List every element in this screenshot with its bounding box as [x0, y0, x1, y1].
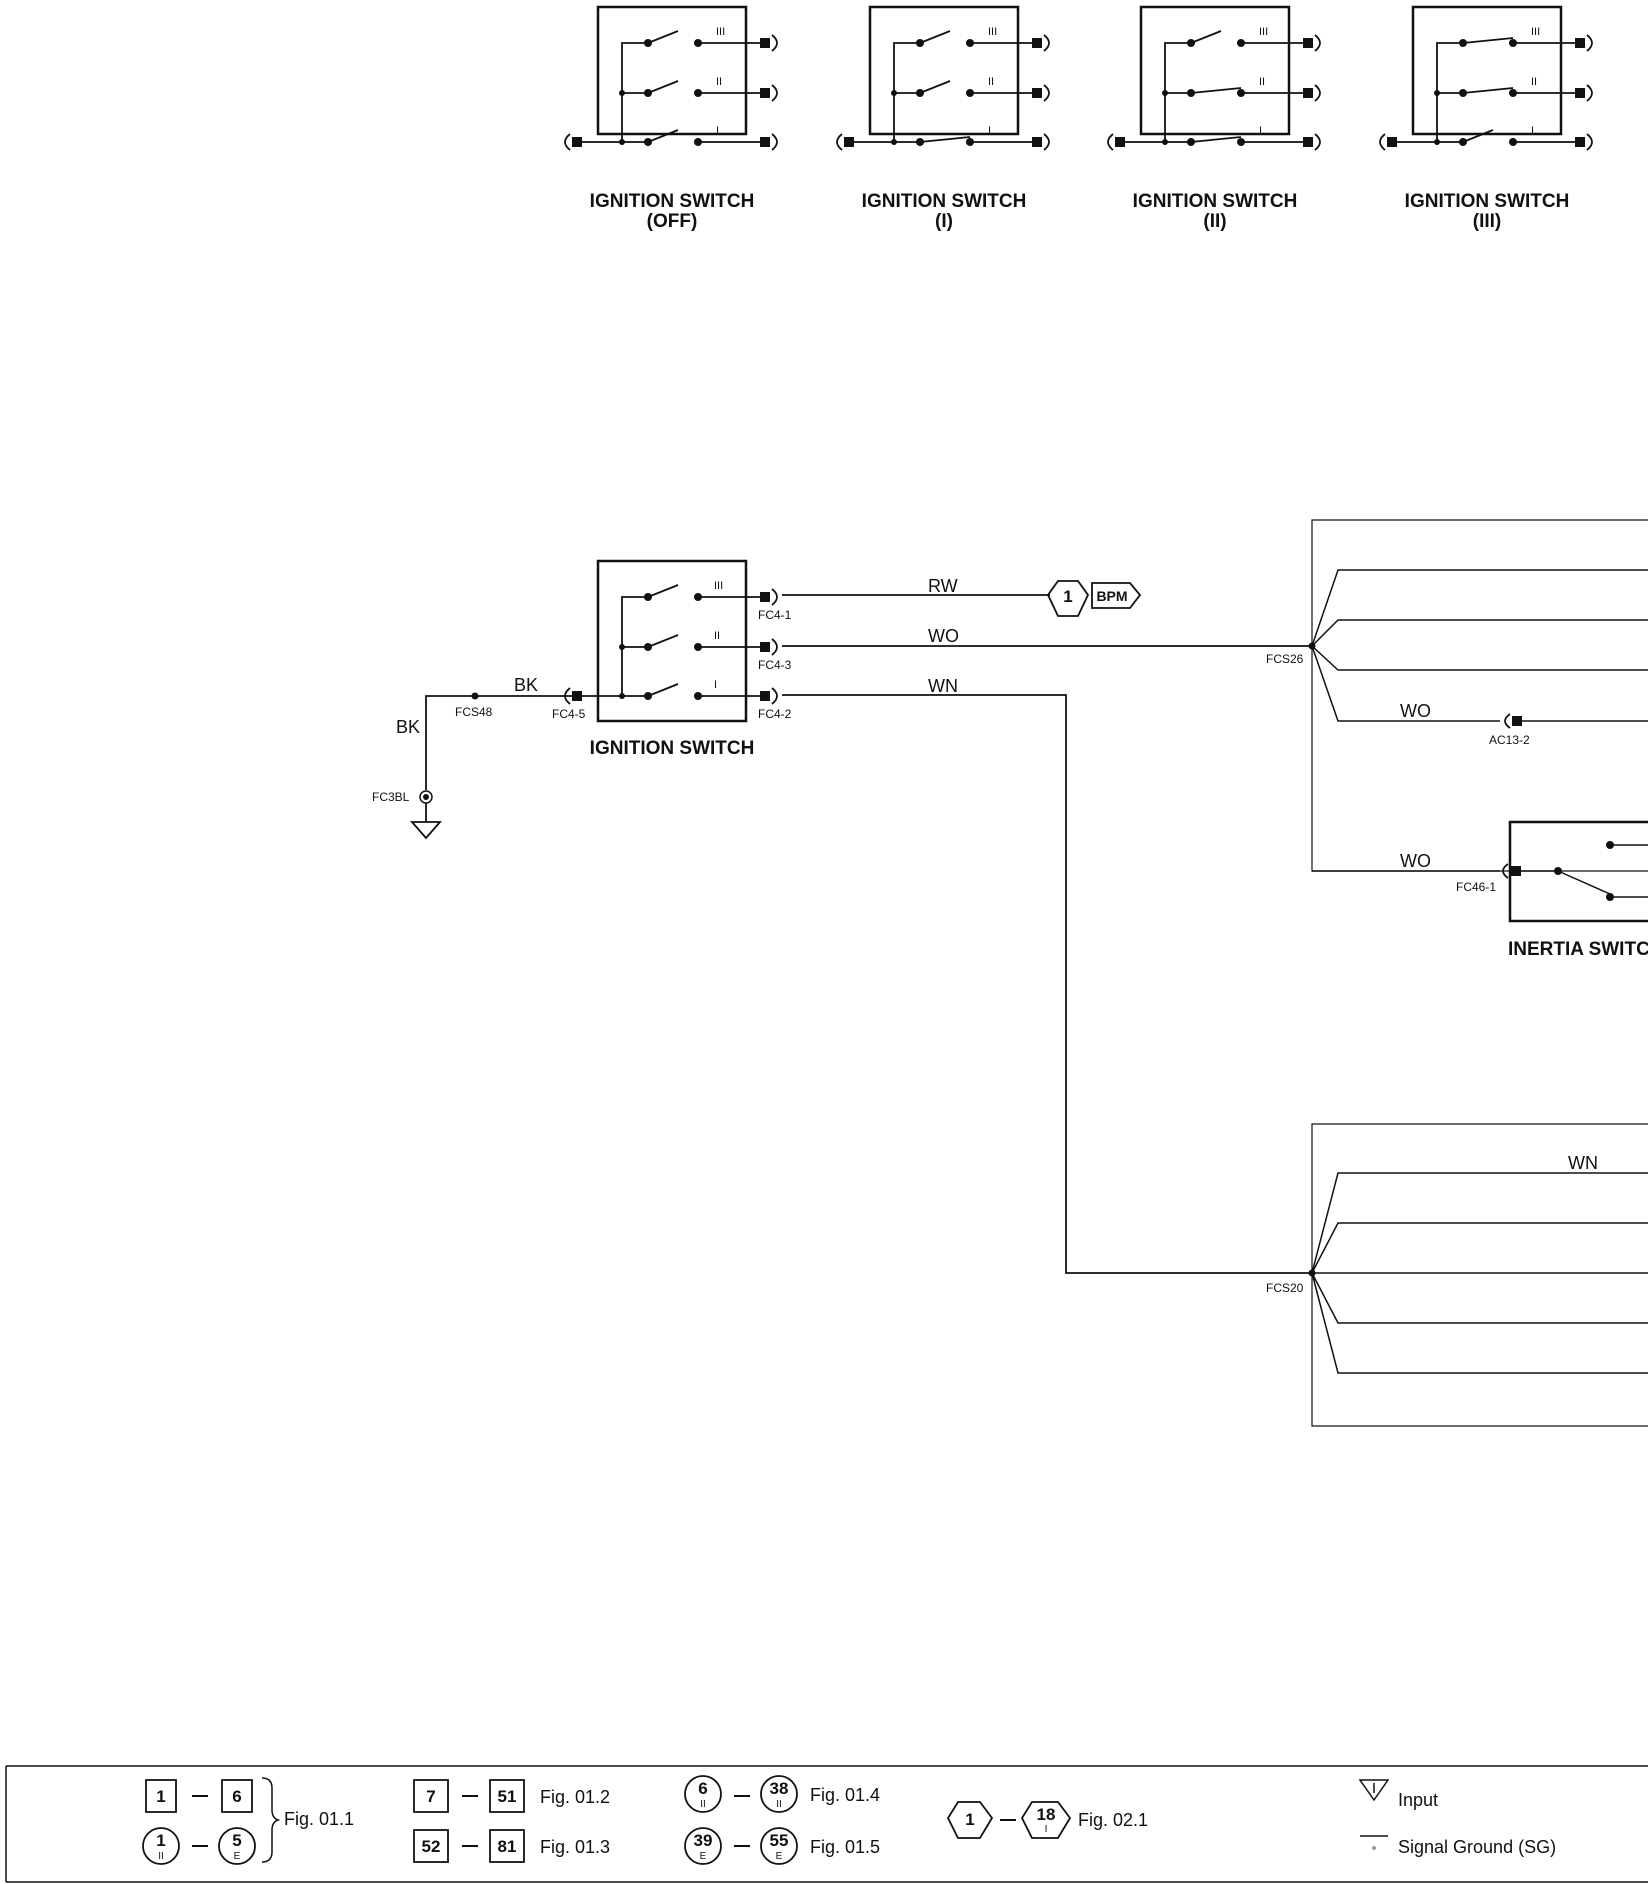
wire-label: WN: [928, 676, 958, 696]
wire-label: WO: [928, 626, 959, 646]
pin-label: III: [988, 26, 997, 38]
wire-label: WN: [1568, 1153, 1598, 1173]
switch-title: IGNITION SWITCH: [1405, 191, 1570, 212]
pin-label: I: [1259, 125, 1262, 137]
switch-title: IGNITION SWITCH: [590, 191, 755, 212]
legend-start: 7: [426, 1787, 435, 1806]
rw-wire: RW 1 BPM: [782, 576, 1142, 617]
splice-label: FCS26: [1266, 652, 1304, 666]
pin-label: II: [988, 76, 994, 88]
wire-label: RW: [928, 576, 958, 596]
pin-label: I: [1531, 125, 1534, 137]
wn-wire: WN: [782, 676, 1312, 1274]
brace-icon: [261, 1777, 281, 1863]
wire-label: BK: [514, 675, 538, 695]
legend-sub: II: [776, 1799, 782, 1810]
switch-position-ii: III II I IGNITION SWITCH (II): [1107, 5, 1321, 232]
connector-label: FC4-1: [758, 608, 792, 622]
legend: 1 6 1 II 5 E Fig. 01.1 7 51 Fig. 01.2 52…: [5, 1765, 1648, 1883]
offpage-number: 1: [1063, 587, 1072, 606]
switch-title: IGNITION SWITCH: [862, 191, 1027, 212]
legend-end: 5: [232, 1831, 241, 1850]
offpage-arrow-icon: [1091, 582, 1142, 609]
legend-start: 52: [422, 1837, 441, 1856]
legend-sub: II: [158, 1851, 164, 1862]
legend-sub: E: [700, 1851, 707, 1862]
splice-box-lower: FCS20 WN: [1266, 1123, 1648, 1427]
wire-label: WO: [1400, 851, 1431, 871]
wire-label: WO: [1400, 701, 1431, 721]
ground-point-label: FC3BL: [372, 790, 410, 804]
switch-title: IGNITION SWITCH: [1133, 191, 1298, 212]
ground-icon: [410, 821, 442, 840]
ground-branch: BK BK FCS48 FC3BL: [372, 675, 574, 840]
offpage-tag: BPM: [1096, 588, 1127, 604]
legend-signal-ground: Signal Ground (SG): [1398, 1837, 1556, 1857]
inertia-switch: INERTIA SWITCH: [1508, 820, 1648, 960]
legend-fig: Fig. 02.1: [1078, 1810, 1148, 1830]
pin-label: I: [716, 125, 719, 137]
pin-label: II: [1259, 76, 1265, 88]
legend-sub: II: [700, 1799, 706, 1810]
connector-label: FC4-3: [758, 658, 792, 672]
legend-fig: Fig. 01.2: [540, 1787, 610, 1807]
connector-label: FC4-2: [758, 707, 792, 721]
legend-sub: E: [776, 1851, 783, 1862]
pin-label: III: [1259, 26, 1268, 38]
legend-input: Input: [1398, 1790, 1438, 1810]
pin-label: II: [714, 630, 720, 642]
switch-position-label: (OFF): [647, 211, 698, 232]
switch-position-iii: III II I IGNITION SWITCH (III): [1379, 5, 1593, 232]
pin-label: III: [1531, 26, 1540, 38]
splice-box-upper: FCS26 WO AC13-2 WO FC46-1: [1266, 519, 1648, 894]
wo-wire: WO: [782, 626, 1312, 647]
main-ignition-switch: III II I FC4-1 FC4-3 FC4-2 FC4-5 IGNITIO…: [552, 559, 792, 759]
legend-sub: E: [234, 1851, 241, 1862]
switch-position-off: III II I IGNITION SWITCH (OFF): [564, 5, 778, 232]
legend-start: 6: [698, 1779, 707, 1798]
legend-end: 51: [498, 1787, 517, 1806]
legend-fig: Fig. 01.5: [810, 1837, 880, 1857]
switch-title: IGNITION SWITCH: [590, 738, 755, 759]
legend-fig: Fig. 01.3: [540, 1837, 610, 1857]
pin-label: II: [1531, 76, 1537, 88]
legend-end: 81: [498, 1837, 517, 1856]
connector-label: AC13-2: [1489, 733, 1530, 747]
splice-label: FCS20: [1266, 1281, 1304, 1295]
switch-position-i: III II I IGNITION SWITCH (I): [836, 5, 1050, 232]
legend-start: 1: [965, 1810, 974, 1829]
pin-label: I: [714, 679, 717, 691]
pin-label: III: [714, 580, 723, 592]
pin-label: III: [716, 26, 725, 38]
legend-start: 1: [156, 1787, 165, 1806]
connector-label: FC46-1: [1456, 880, 1496, 894]
legend-end: 55: [770, 1831, 789, 1850]
offpage-hex-icon: [1046, 580, 1090, 617]
legend-end: 38: [770, 1779, 789, 1798]
legend-fig: Fig. 01.1: [284, 1809, 354, 1829]
wire-label: BK: [396, 717, 420, 737]
pin-label: II: [716, 76, 722, 88]
switch-position-label: (I): [935, 211, 953, 232]
legend-end: 6: [232, 1787, 241, 1806]
inertia-switch-title: INERTIA SWITCH: [1508, 939, 1648, 960]
legend-start: 1: [156, 1831, 165, 1850]
splice-label: FCS48: [455, 705, 493, 719]
legend-sub: I: [1045, 1824, 1048, 1835]
legend-hex-icon: [946, 1801, 994, 1839]
input-icon: [1358, 1779, 1390, 1802]
legend-end: 18: [1037, 1805, 1056, 1824]
legend-hex-icon: [1020, 1801, 1072, 1839]
switch-position-label: (III): [1473, 211, 1502, 232]
connector-label: FC4-5: [552, 707, 586, 721]
pin-label: I: [988, 125, 991, 137]
legend-fig: Fig. 01.4: [810, 1785, 880, 1805]
switch-position-label: (II): [1203, 211, 1226, 232]
legend-start: 39: [694, 1831, 713, 1850]
